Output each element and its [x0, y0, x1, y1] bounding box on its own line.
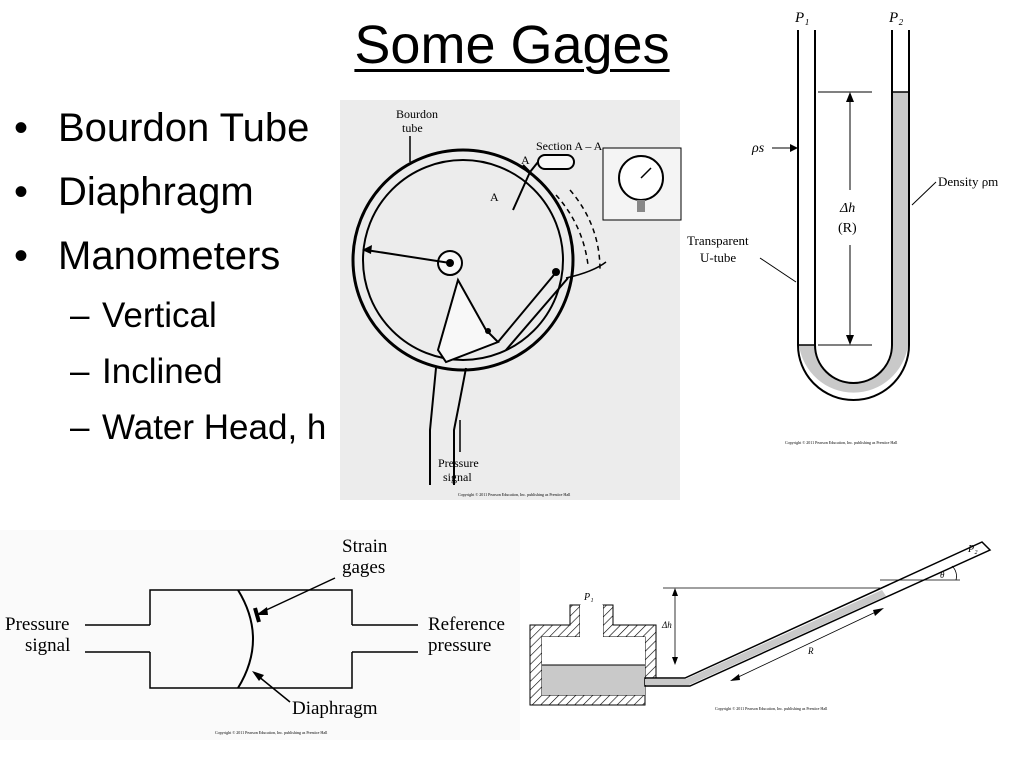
label-a-top: A [521, 153, 530, 167]
bullet-manometers: •Manometers [14, 234, 281, 278]
label-bourdon: Bourdon [396, 107, 438, 121]
subbullet-inclined: –Inclined [70, 352, 223, 391]
label-theta: θ [940, 570, 945, 580]
label-signal: signal [25, 635, 70, 656]
label-delta-h: Δh [839, 201, 855, 216]
label-reference: Reference [428, 614, 505, 635]
label-p1: P₁ [583, 592, 594, 603]
label-p1: P₁ [794, 10, 809, 26]
bourdon-copyright: Copyright © 2011 Pearson Education, Inc.… [458, 492, 571, 498]
label-ref-pressure: pressure [428, 635, 491, 656]
label-p2: P₂ [888, 10, 903, 26]
label-density: Density ρm [938, 174, 998, 189]
bullet-diaphragm: •Diaphragm [14, 170, 254, 214]
label-signal: signal [443, 470, 472, 484]
label-tube: tube [402, 121, 423, 135]
label-pressure: Pressure [438, 456, 479, 470]
bullet-list: •Bourdon Tube •Diaphragm •Manometers –Ve… [14, 96, 326, 456]
label-pressure: Pressure [5, 614, 69, 635]
label-transparent: Transparent [687, 233, 749, 248]
label-delta-h: Δh [661, 620, 672, 630]
label-rho-s: ρs [751, 141, 765, 156]
diaphragm-figure: Strain gages Pressure signal Reference p… [0, 530, 520, 740]
label-gages: gages [342, 557, 385, 578]
inclined-copyright: Copyright © 2011 Pearson Education, Inc.… [715, 706, 828, 712]
label-r: (R) [838, 221, 857, 236]
label-u-tube: U-tube [700, 250, 736, 265]
diaphragm-copyright: Copyright © 2011 Pearson Education, Inc.… [215, 730, 328, 736]
bourdon-tube-figure: Bourdon tube Section A – A A A Pressure … [340, 100, 682, 500]
label-r: R [807, 646, 814, 656]
subbullet-vertical: –Vertical [70, 296, 217, 335]
utube-copyright: Copyright © 2011 Pearson Education, Inc.… [785, 440, 898, 446]
label-diaphragm: Diaphragm [292, 698, 378, 719]
inclined-manometer-figure: θ Δh R P₁ P₂ Copyright © 2011 Pearson Ed… [529, 541, 992, 712]
label-a-bottom: A [490, 190, 499, 204]
bullet-bourdon: •Bourdon Tube [14, 106, 310, 150]
label-strain: Strain [342, 536, 388, 557]
slide-title: Some Gages [354, 15, 670, 75]
label-section-a-a: Section A – A [536, 139, 603, 153]
u-tube-manometer-figure: P₁ P₂ ρs Density ρm Δh (R) Transparent U… [687, 10, 998, 446]
label-p2: P₂ [967, 544, 978, 555]
subbullet-water-head: –Water Head, h [70, 408, 327, 447]
